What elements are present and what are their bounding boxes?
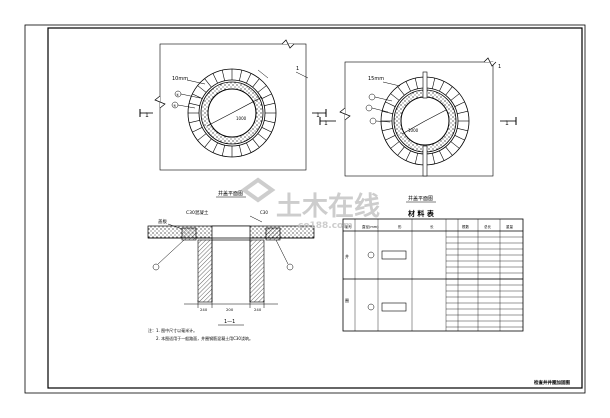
svg-text:1: 1 (296, 66, 299, 72)
title-block-text: 检查井井圈加固图 (534, 379, 570, 386)
svg-text:盖板: 盖板 (158, 218, 167, 225)
section-1-1-view: C30混凝土 盖板 C30 240 200 240 1—1 (147, 209, 315, 326)
left-section-mark-right: 1 (312, 109, 327, 119)
right-plan-view: 1000 15mm 1 1 1 (319, 57, 517, 177)
svg-text:编号: 编号 (345, 224, 353, 229)
right-section-mark-right: 1 (500, 117, 517, 127)
left-plan-caption: 井盖平面图 (218, 190, 243, 197)
svg-text:2. 本图适用于一般路面，井圈钢筋混凝土用C30浇筑。: 2. 本图适用于一般路面，井圈钢筋混凝土用C30浇筑。 (156, 335, 253, 341)
svg-text:重量: 重量 (506, 224, 514, 229)
table-title: 材 料 表 (407, 209, 435, 218)
section-title: 1—1 (224, 319, 235, 325)
svg-text:1: 1 (316, 112, 320, 119)
right-callout-15mm: 15mm (368, 76, 384, 82)
svg-text:1000: 1000 (236, 116, 247, 121)
svg-text:co188.com: co188.com (298, 221, 353, 231)
svg-text:注：1. 图中尺寸以毫米计。: 注：1. 图中尺寸以毫米计。 (148, 327, 197, 333)
svg-text:240: 240 (254, 307, 262, 312)
break-mark-left (154, 95, 166, 109)
svg-text:土木在线: 土木在线 (276, 192, 380, 222)
right-plan-caption: 井盖平面图 (408, 195, 433, 202)
notes-block: 注：1. 图中尺寸以毫米计。 2. 本图适用于一般路面，井圈钢筋混凝土用C30浇… (148, 327, 253, 341)
svg-text:④: ④ (176, 93, 179, 97)
left-callout-10mm: 10mm (172, 76, 188, 82)
svg-text:长: 长 (430, 224, 434, 229)
break-mark-top-right (281, 39, 295, 49)
svg-text:⑤: ⑤ (173, 104, 176, 108)
svg-text:C30混凝土: C30混凝土 (186, 209, 209, 216)
break-mark-right (339, 107, 351, 121)
inner-border (47, 27, 583, 389)
outer-border (24, 24, 586, 394)
left-plan-view: 1000 10mm ④ ⑤ 1 1 1 (139, 39, 327, 171)
svg-text:根数: 根数 (462, 224, 470, 229)
left-section-mark-left: 1 (139, 109, 153, 119)
svg-text:1: 1 (498, 64, 501, 70)
svg-text:直径(mm): 直径(mm) (362, 224, 379, 229)
svg-text:1000: 1000 (408, 128, 419, 133)
svg-text:圈: 圈 (345, 298, 349, 303)
material-table: 材 料 表 编号 直径(mm) 形 长 根数 总长 重量 井 圈 (342, 209, 524, 332)
right-section-mark-left: 1 (319, 117, 336, 127)
svg-text:1: 1 (324, 120, 328, 127)
watermark: 土木在线 co188.com (240, 177, 380, 231)
break-mark-top-right2 (483, 57, 497, 67)
svg-text:240: 240 (200, 307, 208, 312)
svg-text:形: 形 (398, 224, 402, 229)
svg-text:1: 1 (145, 112, 149, 119)
svg-text:1: 1 (505, 120, 509, 127)
svg-text:200: 200 (226, 307, 234, 312)
svg-text:井: 井 (345, 253, 349, 259)
svg-text:总长: 总长 (484, 224, 492, 229)
svg-text:C30: C30 (260, 210, 268, 215)
